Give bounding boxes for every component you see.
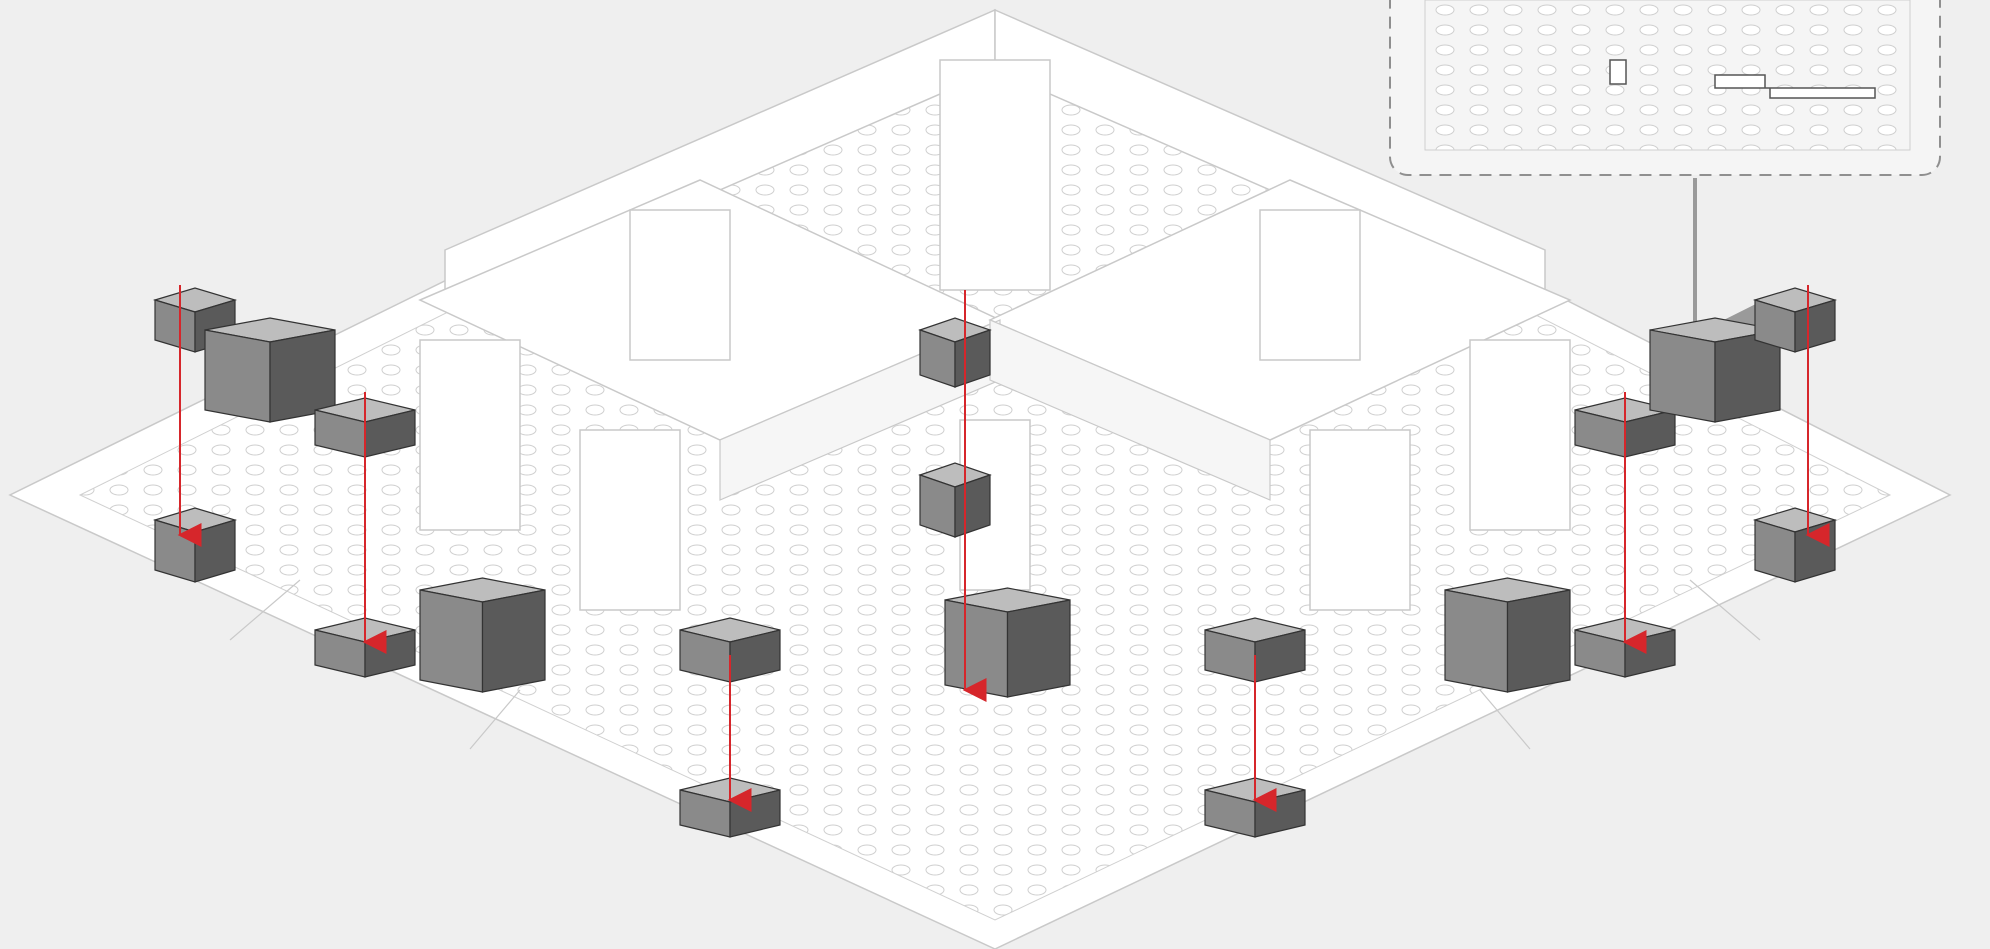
piece-preview-small <box>1610 60 1626 84</box>
brick-left-wall <box>205 318 335 422</box>
brick-right-corner <box>1755 508 1835 582</box>
brick-center-top <box>920 318 990 387</box>
brick-center-mid <box>920 463 990 537</box>
brick-left-corner <box>155 508 235 582</box>
brick-center-block <box>945 588 1070 697</box>
callout-box <box>1390 0 1940 175</box>
brick-left-block <box>420 578 545 692</box>
brick-right-top <box>1755 288 1835 352</box>
brick-right-block <box>1445 578 1570 692</box>
